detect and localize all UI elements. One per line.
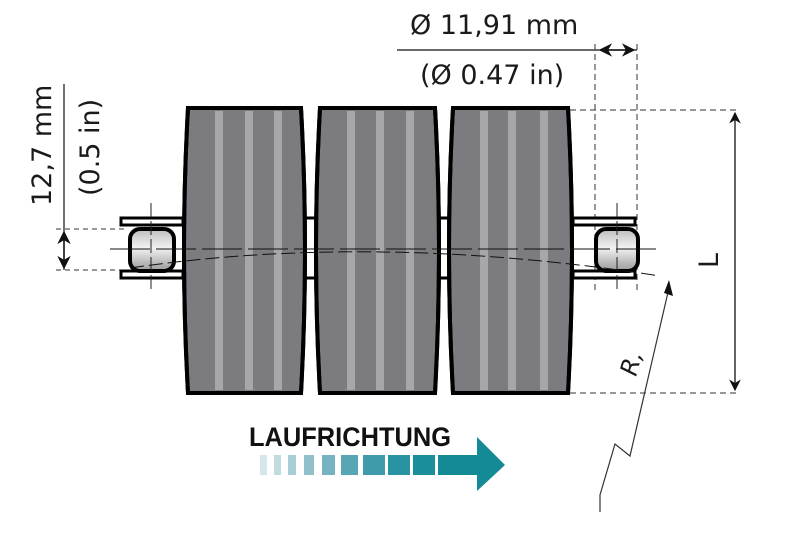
pitch-metric: 12,7 mm: [27, 85, 58, 206]
direction-label: LAUFRICHTUNG: [249, 422, 451, 452]
length-dimension: L: [570, 109, 741, 394]
pitch-diameter-imperial: (Ø 0.47 in): [420, 60, 564, 91]
chain-right-end: [571, 203, 640, 292]
length-label: L: [694, 253, 725, 268]
radius-leader: R,: [599, 280, 673, 512]
radius-label: R,: [615, 348, 648, 379]
roller-2: [314, 106, 441, 395]
pitch-dimension: 12,7 mm (0.5 in): [27, 84, 125, 271]
pitch-diameter-dimension: Ø 11,91 mm (Ø 0.47 in): [397, 10, 638, 292]
direction-arrow-icon: [438, 437, 505, 491]
center-axis: [110, 248, 661, 277]
pitch-diameter-metric: Ø 11,91 mm: [410, 10, 578, 41]
pitch-imperial: (0.5 in): [75, 99, 106, 196]
chain-left-end: [119, 203, 185, 292]
direction-indicator: LAUFRICHTUNG: [249, 422, 505, 491]
roller-1: [182, 106, 307, 395]
roller-3: [447, 106, 574, 395]
